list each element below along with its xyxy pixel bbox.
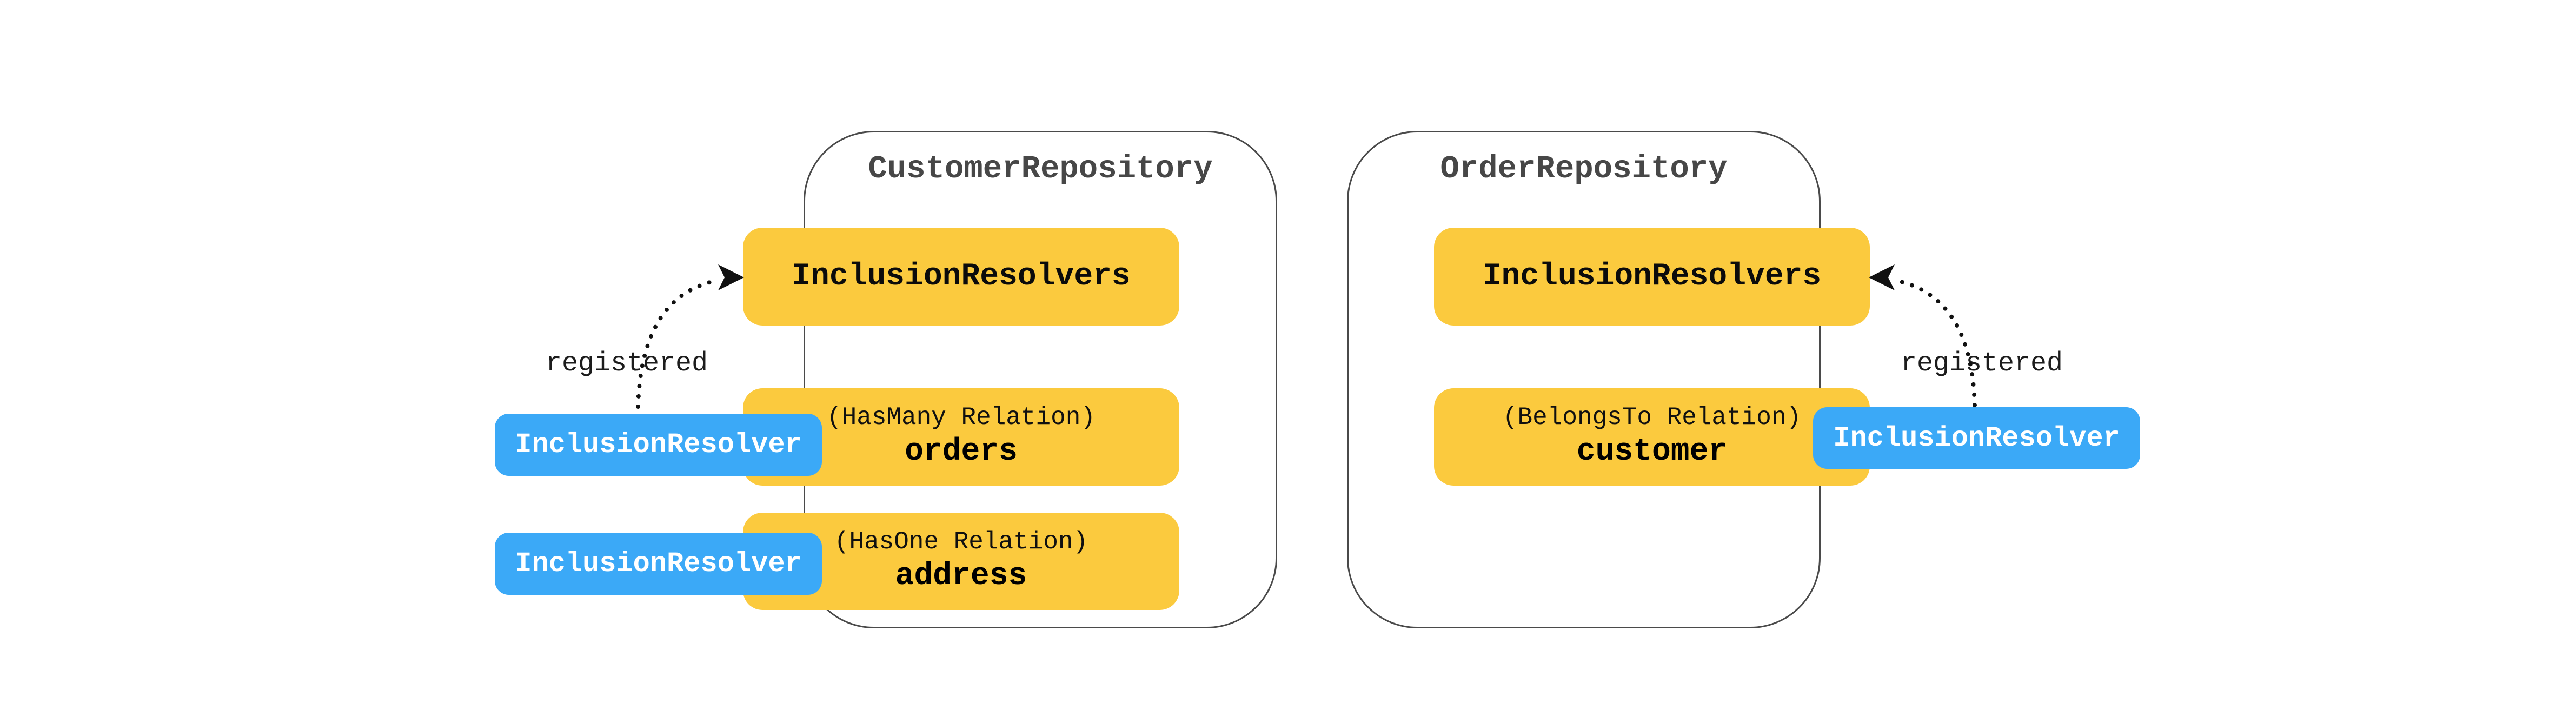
- customer-inclusion-resolvers-label: InclusionResolvers: [792, 259, 1131, 294]
- customer-relation-address-name: address: [895, 559, 1027, 594]
- registered-label-right: registered: [1900, 348, 2063, 379]
- order-inclusion-resolvers-box: InclusionResolvers: [1434, 228, 1870, 326]
- registered-arrow-left-curve: [636, 278, 721, 409]
- order-relation-customer-kind: (BelongsTo Relation): [1502, 403, 1802, 432]
- registered-label-left: registered: [545, 348, 708, 379]
- customer-inclusion-resolver-chip-orders-label: InclusionResolver: [515, 429, 802, 461]
- customer-relation-address-kind: (HasOne Relation): [834, 528, 1088, 556]
- customer-inclusion-resolvers-box: InclusionResolvers: [743, 228, 1179, 326]
- order-inclusion-resolver-chip: InclusionResolver: [1813, 407, 2140, 469]
- registered-arrow-left: [636, 264, 744, 409]
- customer-repository-outline: [804, 131, 1277, 628]
- registered-arrow-right: [1869, 264, 1977, 407]
- customer-inclusion-resolver-chip-address: InclusionResolver: [495, 533, 822, 595]
- customer-repository-title: CustomerRepository: [868, 151, 1213, 187]
- order-relation-customer-name: customer: [1576, 434, 1728, 469]
- customer-inclusion-resolver-chip-orders: InclusionResolver: [495, 414, 822, 476]
- order-inclusion-resolvers-label: InclusionResolvers: [1482, 259, 1822, 294]
- customer-inclusion-resolver-chip-address-label: InclusionResolver: [515, 548, 802, 580]
- order-relation-customer-box: (BelongsTo Relation) customer: [1434, 388, 1870, 486]
- order-inclusion-resolver-chip-label: InclusionResolver: [1833, 422, 2120, 454]
- order-repository-outline: [1347, 131, 1821, 628]
- arrowhead-right-icon: [718, 264, 744, 290]
- customer-relation-address-box: (HasOne Relation) address: [743, 513, 1179, 610]
- arrowhead-left-icon: [1869, 264, 1895, 290]
- customer-relation-orders-kind: (HasMany Relation): [827, 403, 1096, 432]
- customer-relation-orders-name: orders: [905, 434, 1018, 469]
- registered-arrow-right-curve: [1891, 278, 1977, 407]
- order-repository-title: OrderRepository: [1440, 151, 1728, 187]
